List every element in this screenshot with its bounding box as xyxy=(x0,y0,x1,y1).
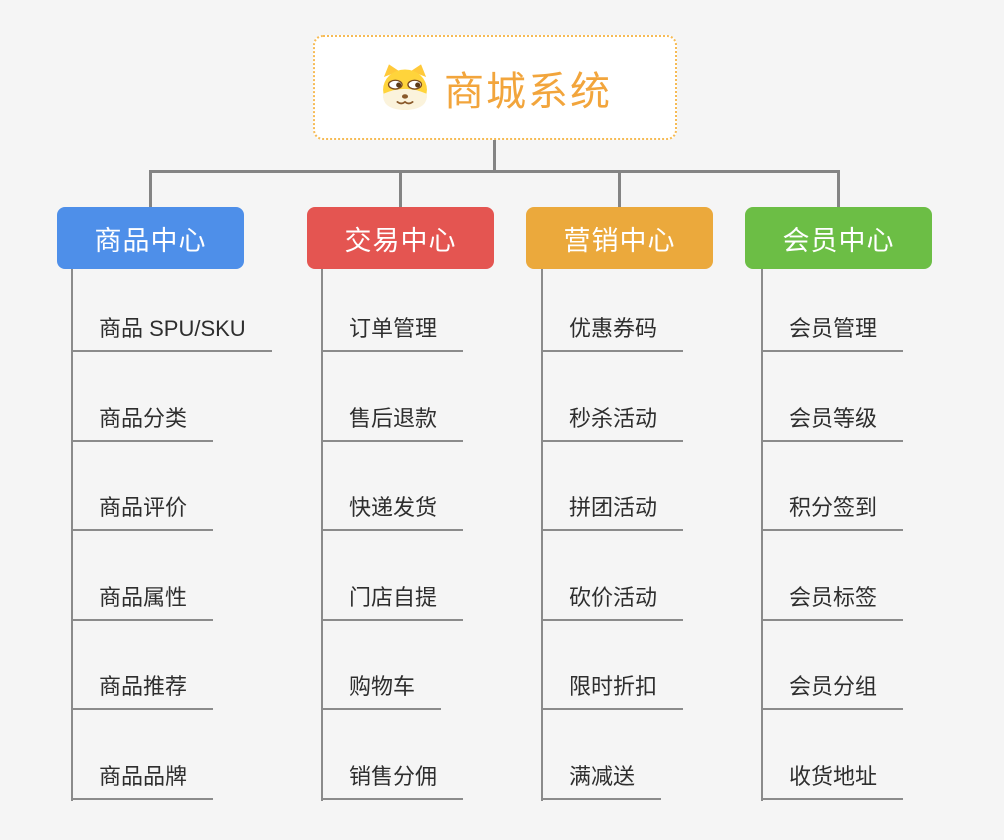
leaf-topic[interactable]: 订单管理 xyxy=(321,316,464,352)
connector-horizontal-bar xyxy=(149,170,840,173)
leaf-topic[interactable]: 销售分佣 xyxy=(321,764,464,800)
leaf-topic[interactable]: 商品品牌 xyxy=(71,764,214,800)
leaf-topic[interactable]: 满减送 xyxy=(541,764,662,800)
branch-node-product-center[interactable]: 商品中心 xyxy=(57,207,244,269)
leaf-topic[interactable]: 秒杀活动 xyxy=(541,406,684,442)
leaf-topic[interactable]: 售后退款 xyxy=(321,406,464,442)
branch-node-marketing-center[interactable]: 营销中心 xyxy=(526,207,713,269)
leaf-topic[interactable]: 快递发货 xyxy=(321,495,464,531)
leaf-topic[interactable]: 积分签到 xyxy=(761,495,904,531)
shiba-dog-icon xyxy=(378,63,432,113)
connector-drop-3 xyxy=(618,173,621,207)
branch-trunk-line xyxy=(541,269,543,801)
leaf-topic[interactable]: 商品 SPU/SKU xyxy=(71,316,272,352)
leaf-topic[interactable]: 会员标签 xyxy=(761,585,904,621)
branch-node-trade-center[interactable]: 交易中心 xyxy=(307,207,494,269)
branch-trunk-line xyxy=(71,269,73,801)
connector-root-stub xyxy=(493,140,496,172)
leaf-topic[interactable]: 优惠券码 xyxy=(541,316,684,352)
leaf-topic[interactable]: 门店自提 xyxy=(321,585,464,621)
leaf-topic[interactable]: 收货地址 xyxy=(761,764,904,800)
leaf-topic[interactable]: 会员分组 xyxy=(761,674,904,710)
connector-drop-2 xyxy=(399,173,402,207)
leaf-topic[interactable]: 砍价活动 xyxy=(541,585,684,621)
connector-drop-4 xyxy=(837,173,840,207)
leaf-topic[interactable]: 购物车 xyxy=(321,674,442,710)
branch-node-member-center[interactable]: 会员中心 xyxy=(745,207,932,269)
connector-drop-1 xyxy=(149,173,152,207)
leaf-topic[interactable]: 商品属性 xyxy=(71,585,214,621)
leaf-topic[interactable]: 拼团活动 xyxy=(541,495,684,531)
leaf-topic[interactable]: 会员管理 xyxy=(761,316,904,352)
leaf-topic[interactable]: 商品分类 xyxy=(71,406,214,442)
leaf-topic[interactable]: 商品评价 xyxy=(71,495,214,531)
leaf-topic[interactable]: 会员等级 xyxy=(761,406,904,442)
branch-trunk-line xyxy=(321,269,323,801)
leaf-topic[interactable]: 商品推荐 xyxy=(71,674,214,710)
root-topic[interactable]: 商城系统 xyxy=(313,35,677,140)
branch-trunk-line xyxy=(761,269,763,801)
root-topic-label: 商城系统 xyxy=(444,69,612,114)
leaf-topic[interactable]: 限时折扣 xyxy=(541,674,684,710)
